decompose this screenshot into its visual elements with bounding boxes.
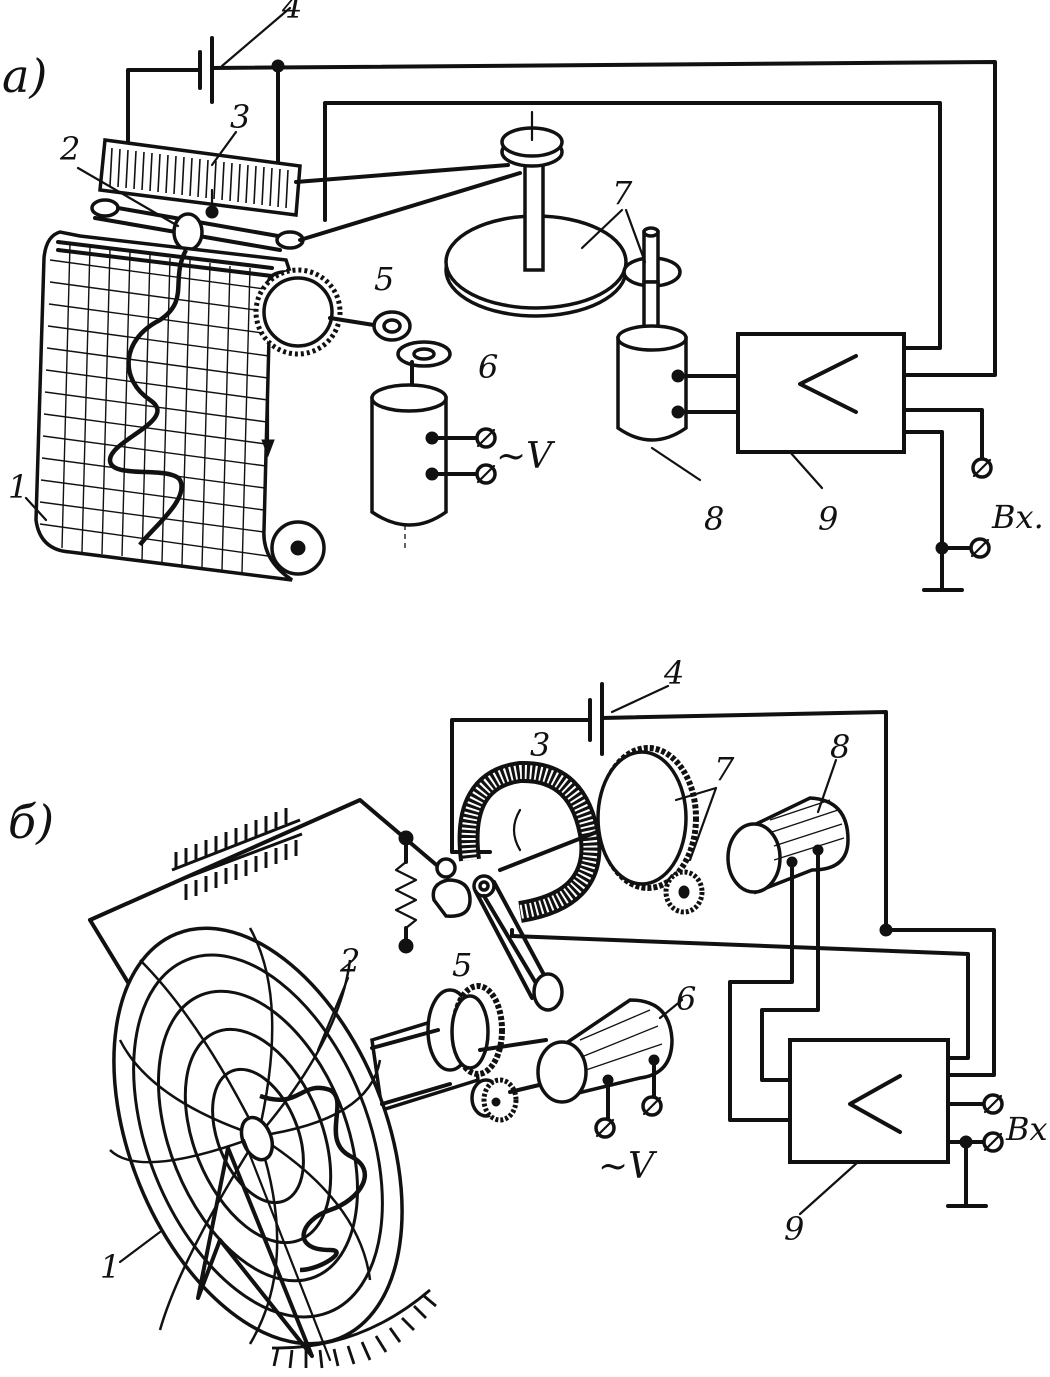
label-b7: 7 xyxy=(714,750,735,788)
cam-pulley xyxy=(431,857,564,1012)
gear-icon xyxy=(253,267,452,576)
label-2: 2 xyxy=(59,130,80,168)
label-b1: 1 xyxy=(100,1248,120,1286)
label-1: 1 xyxy=(8,468,28,506)
reduction-gears xyxy=(444,110,682,329)
panel-b-tag: б) xyxy=(8,795,54,849)
label-b5: 5 xyxy=(452,946,472,984)
label-3: 3 xyxy=(230,98,250,136)
label-b3: 3 xyxy=(530,726,550,764)
input-label-b: Вх xyxy=(1005,1110,1048,1148)
label-b2: 2 xyxy=(339,942,360,980)
label-4-leader xyxy=(220,6,292,68)
drive-cord xyxy=(294,163,522,242)
label-4: 4 xyxy=(281,0,302,26)
gear-icon xyxy=(596,745,705,915)
slidewire xyxy=(98,138,302,217)
label-b6: 6 xyxy=(676,980,696,1018)
top-wiring xyxy=(126,59,997,377)
input-wiring-b xyxy=(946,1093,1004,1208)
label-9: 9 xyxy=(818,500,838,538)
panel-a: а) 4 xyxy=(2,0,1044,592)
amplifier-icon xyxy=(788,1038,950,1216)
chart-paper xyxy=(34,230,293,582)
supply-a: ~V xyxy=(496,436,556,477)
motor-icon xyxy=(536,998,684,1139)
amplifier-wiring xyxy=(510,848,996,1122)
chart-disk xyxy=(109,926,452,1362)
input-label-a: Вх. xyxy=(991,498,1044,536)
ground-icon xyxy=(946,1140,988,1208)
label-b8: 8 xyxy=(830,728,850,766)
supply-b: ~V xyxy=(598,1146,658,1187)
label-5: 5 xyxy=(374,260,394,298)
label-b9: 9 xyxy=(784,1210,804,1248)
input-wiring-a xyxy=(902,408,993,592)
motor-icon xyxy=(726,758,850,895)
motor-icon xyxy=(370,360,497,552)
label-b4: 4 xyxy=(663,654,684,692)
pen-carriage xyxy=(90,188,305,252)
label-8: 8 xyxy=(704,500,724,538)
panel-b: б) 4 3 7 xyxy=(8,654,1048,1369)
label-6: 6 xyxy=(478,348,498,386)
motor-icon xyxy=(616,324,759,482)
bottom-scale xyxy=(271,1288,437,1369)
panel-a-tag: а) xyxy=(2,49,47,103)
label-7: 7 xyxy=(612,174,633,212)
ground-icon xyxy=(922,546,964,592)
amplifier-icon xyxy=(736,332,906,490)
